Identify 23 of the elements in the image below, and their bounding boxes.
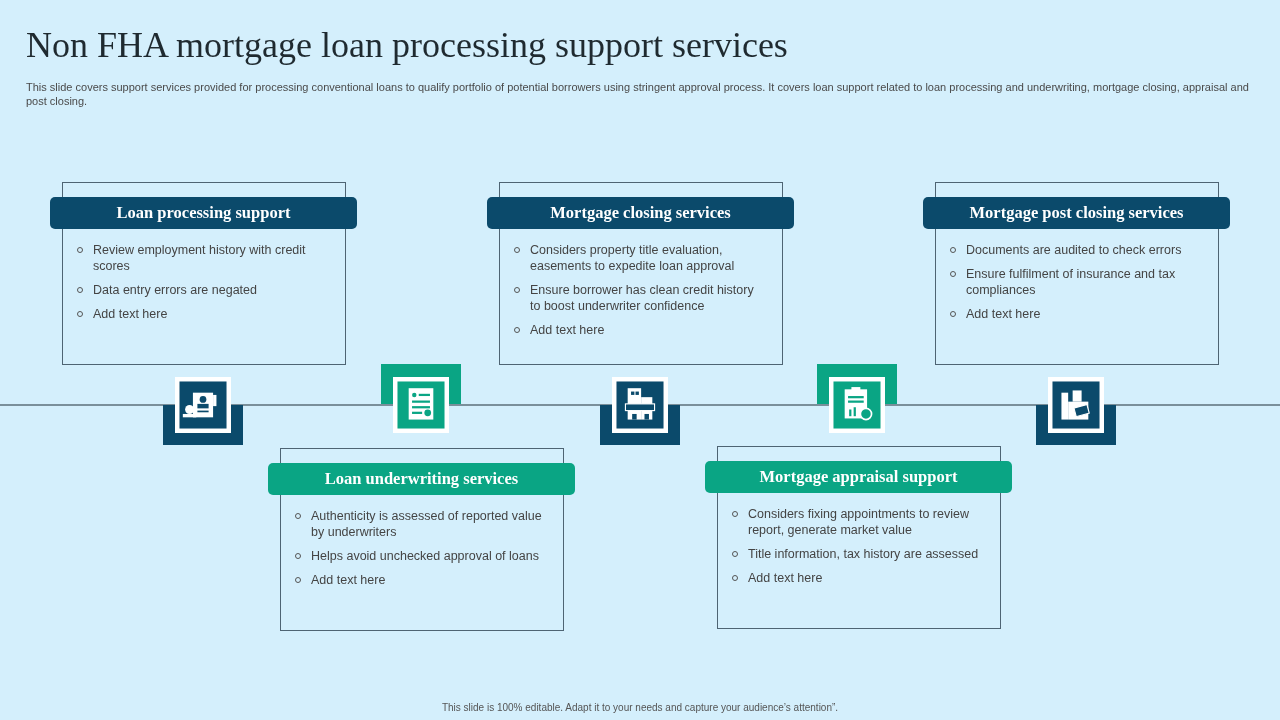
- heading-banner: Loan underwriting services: [268, 463, 575, 495]
- bullet-text: Add text here: [728, 570, 980, 586]
- bullet-text: Add text here: [510, 322, 762, 338]
- bullet-text: Review employment history with credit scores: [73, 242, 325, 274]
- heading-banner: Loan processing support: [50, 197, 357, 229]
- heading-banner: Mortgage appraisal support: [705, 461, 1012, 493]
- description-text: This slide covers support services provided for processing conventional loans to qualify portfolio of potential borrowers using stringent approval process. It covers loan support related to loan processing and underwriting, mortgage closing, appraisal and post closing.: [26, 80, 1250, 108]
- bullet-text: Ensure borrower has clean credit history to boost underwriter confidence: [510, 282, 762, 314]
- bullet-text: Documents are audited to check errors: [946, 242, 1198, 258]
- bullet-text: Ensure fulfilment of insurance and tax compliances: [946, 266, 1198, 298]
- slide-title: Non FHA mortgage loan processing support services: [26, 24, 788, 66]
- heading-banner: Mortgage post closing services: [923, 197, 1230, 229]
- bullet-text: Add text here: [291, 572, 543, 588]
- bullet-text: Title information, tax history are assessed: [728, 546, 980, 562]
- bullet-text: Data entry errors are negated: [73, 282, 325, 298]
- bullet-text: Considers fixing appointments to review report, generate market value: [728, 506, 980, 538]
- bullet-text: Authenticity is assessed of reported value by underwriters: [291, 508, 543, 540]
- footer-note: This slide is 100% editable. Adapt it to your needs and capture your audience’s attention”.: [440, 702, 840, 713]
- bullet-text: Add text here: [946, 306, 1198, 322]
- bullet-text: Considers property title evaluation, easements to expedite loan approval: [510, 242, 762, 274]
- bullet-text: Add text here: [73, 306, 325, 322]
- bullet-text: Helps avoid unchecked approval of loans: [291, 548, 543, 564]
- heading-banner: Mortgage closing services: [487, 197, 794, 229]
